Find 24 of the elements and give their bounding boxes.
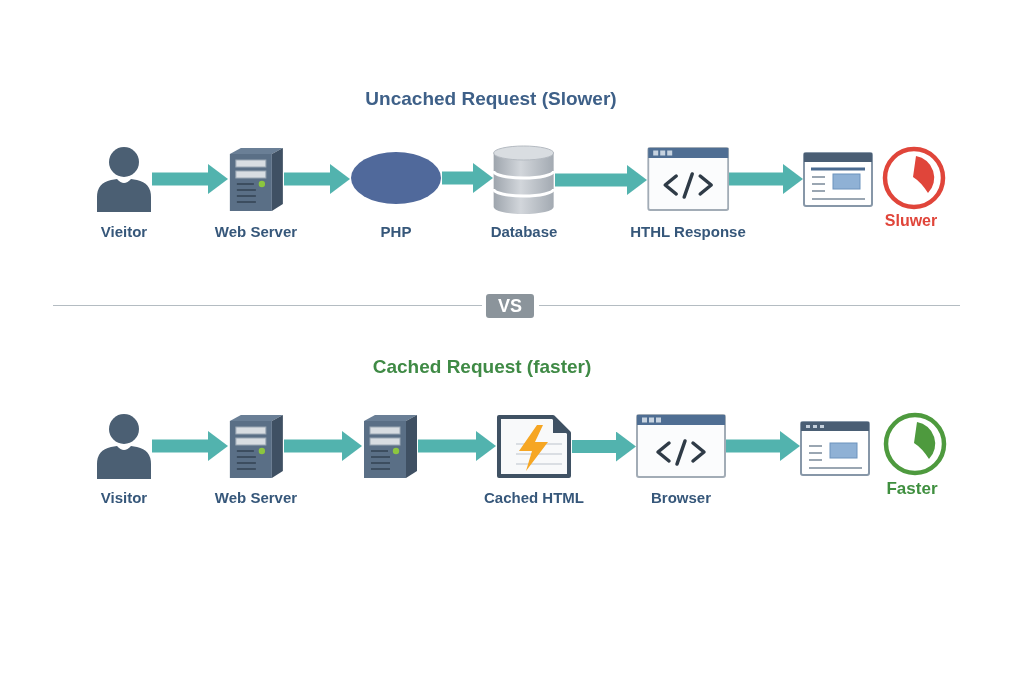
arrow (418, 431, 496, 461)
speed-label: Faster (886, 478, 938, 500)
arrow (152, 431, 228, 461)
node-label: Vieitor (100, 223, 148, 241)
section-heading: Uncached Request (Slower) (365, 87, 617, 111)
node-label: Cached HTML (484, 489, 584, 507)
node-label: Browser (651, 489, 711, 507)
node-label: Web Server (214, 489, 298, 507)
node-label: HTHL Response (630, 223, 746, 241)
arrow (152, 164, 228, 194)
arrow (729, 164, 803, 194)
node-label: Visitor (100, 489, 148, 507)
arrow (442, 163, 493, 193)
arrow (555, 165, 647, 195)
arrow (572, 431, 636, 462)
node-label: Web Server (214, 223, 298, 241)
arrow (284, 431, 362, 461)
speed-label: Sluwer (884, 211, 938, 231)
node-label: PHP (380, 223, 412, 241)
node-label: Database (490, 223, 558, 241)
versus-tag: VS (486, 294, 534, 318)
arrow (284, 164, 350, 194)
section-heading: Cached Request (faster) (372, 355, 592, 379)
arrow (726, 431, 800, 461)
